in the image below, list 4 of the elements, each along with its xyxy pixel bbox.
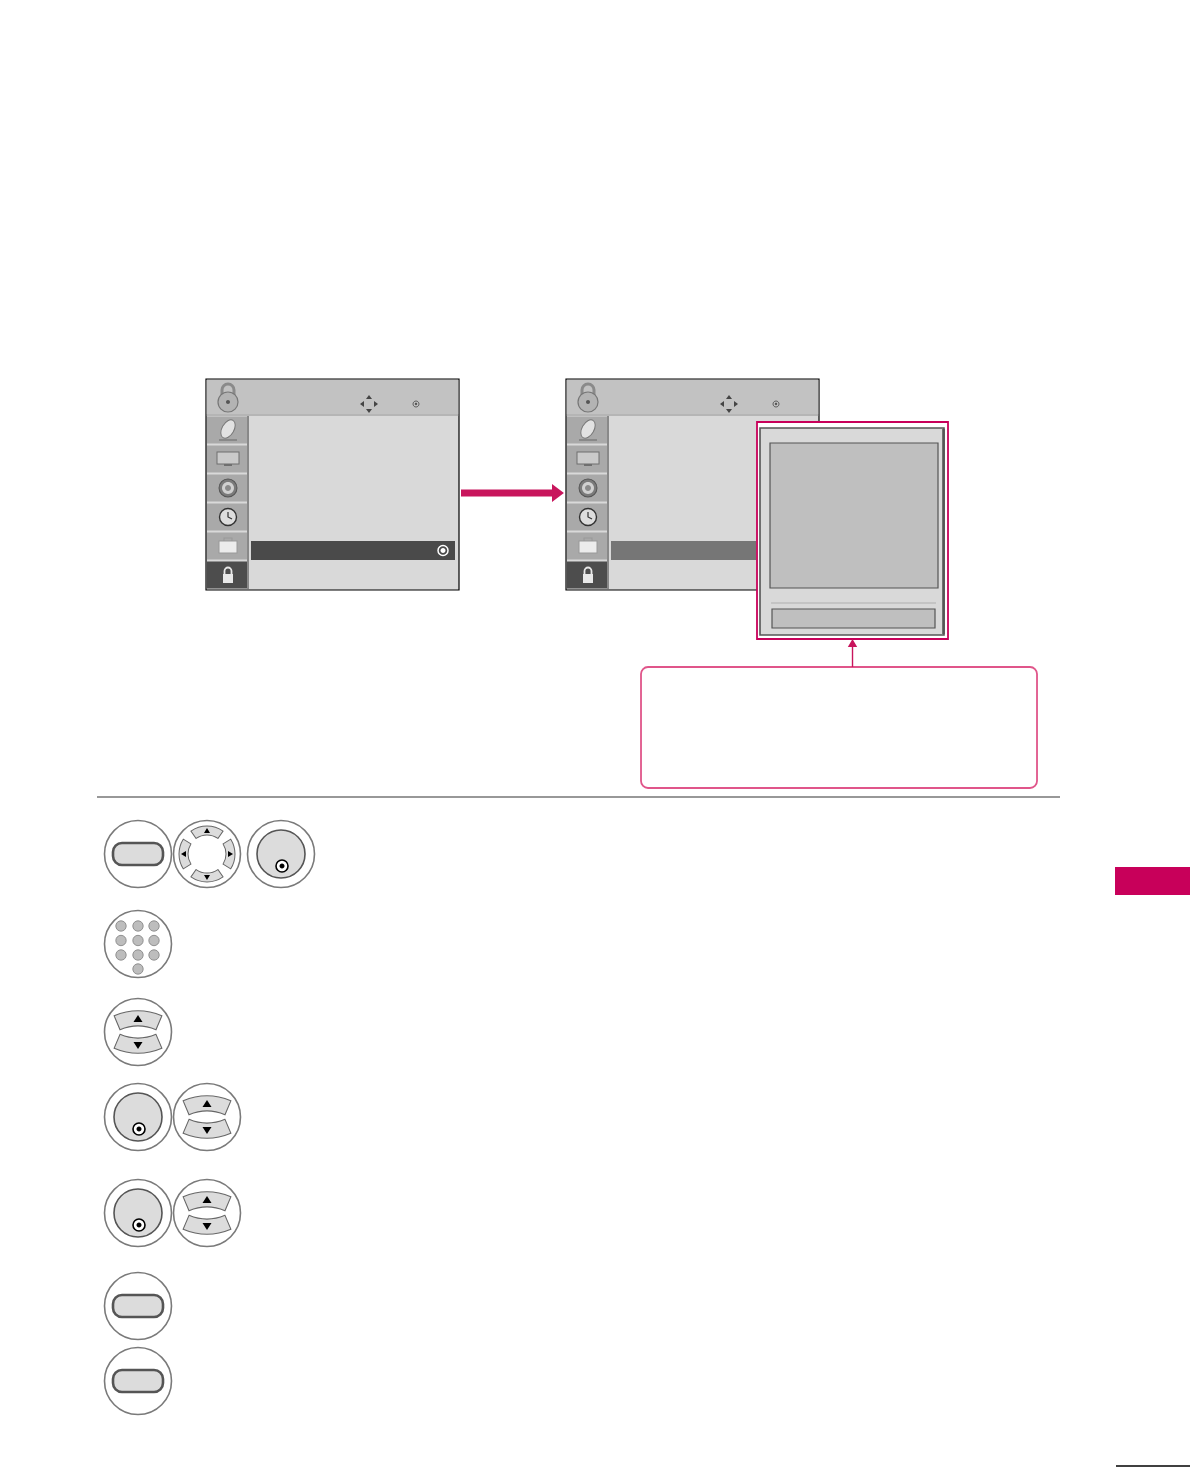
dialog-button xyxy=(771,608,936,629)
callout-box xyxy=(640,666,1038,789)
display-area xyxy=(769,442,939,589)
section-tab xyxy=(1115,867,1190,895)
